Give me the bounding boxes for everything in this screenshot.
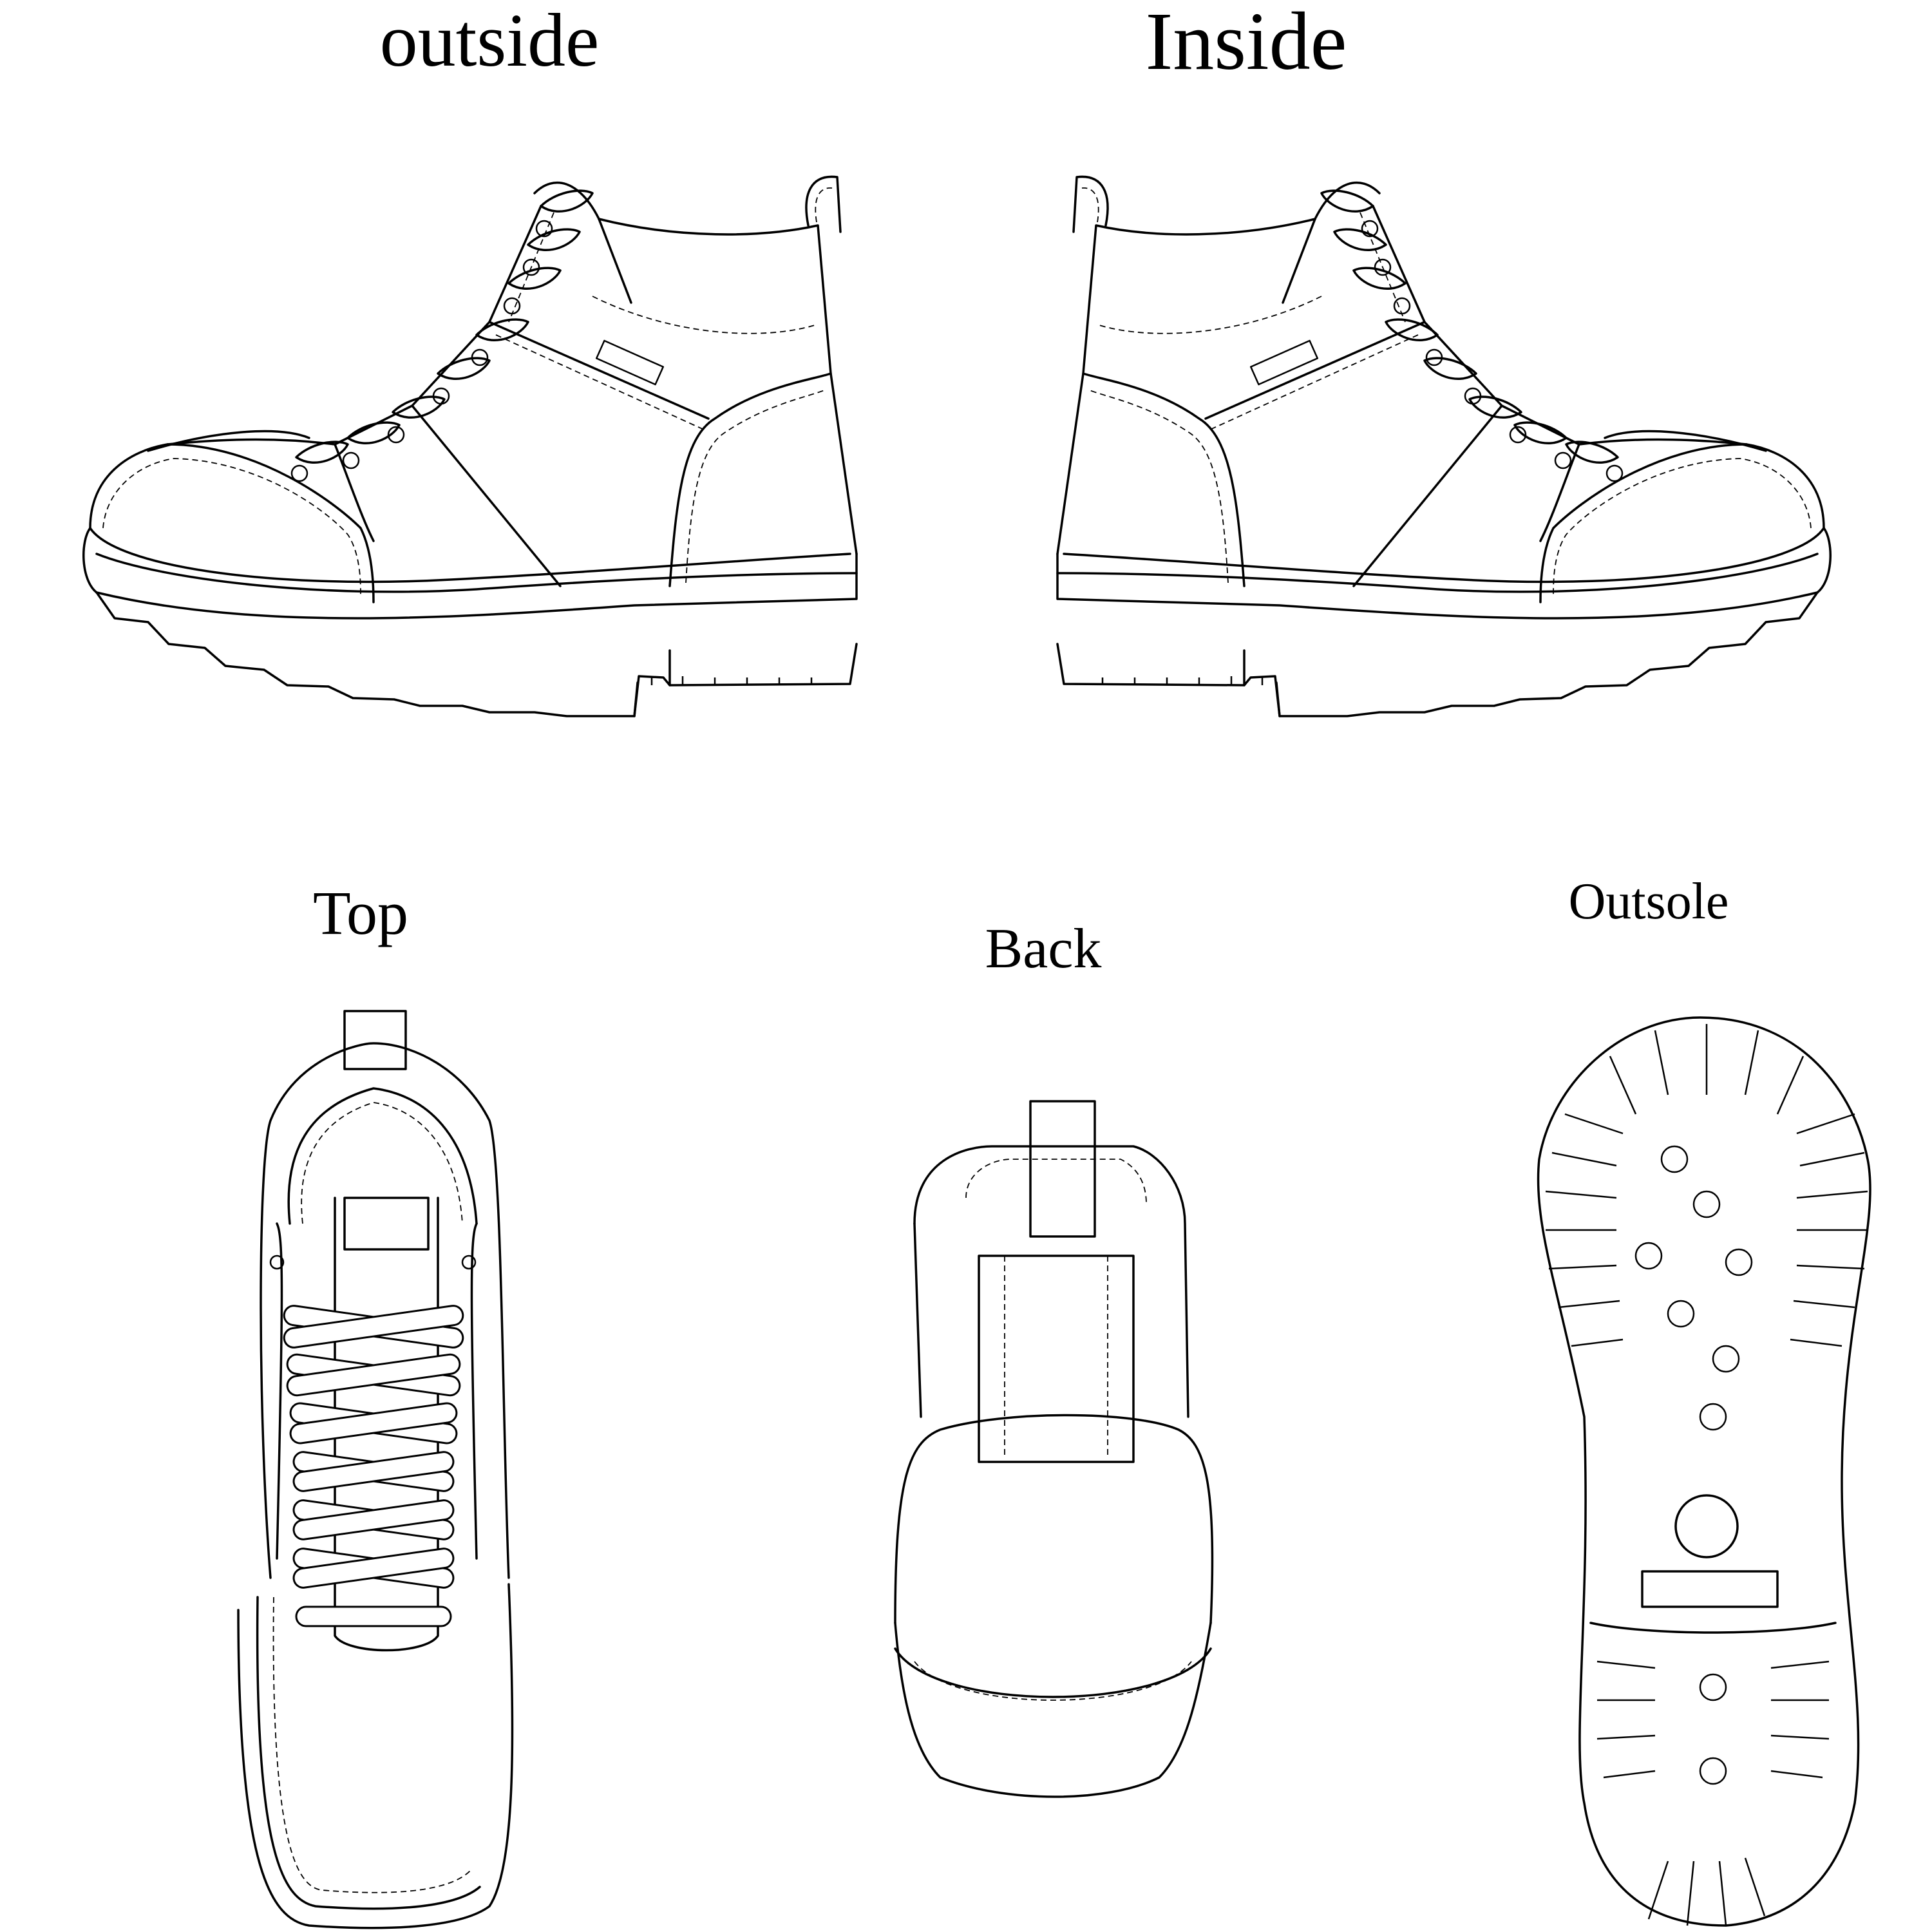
back-view-boot-drawing xyxy=(894,1100,1214,1798)
view-label-inside: Inside xyxy=(1145,0,1347,87)
top-view-boot-drawing xyxy=(237,1010,514,1929)
view-label-back: Back xyxy=(985,918,1102,980)
outsole-view-boot-drawing xyxy=(1537,1016,1871,1927)
inside-view-boot-drawing xyxy=(1056,175,1832,717)
view-label-outsole: Outsole xyxy=(1568,873,1729,930)
view-label-top: Top xyxy=(313,878,408,947)
outside-view-boot-drawing xyxy=(82,175,858,717)
view-label-outside: outside xyxy=(379,0,600,82)
